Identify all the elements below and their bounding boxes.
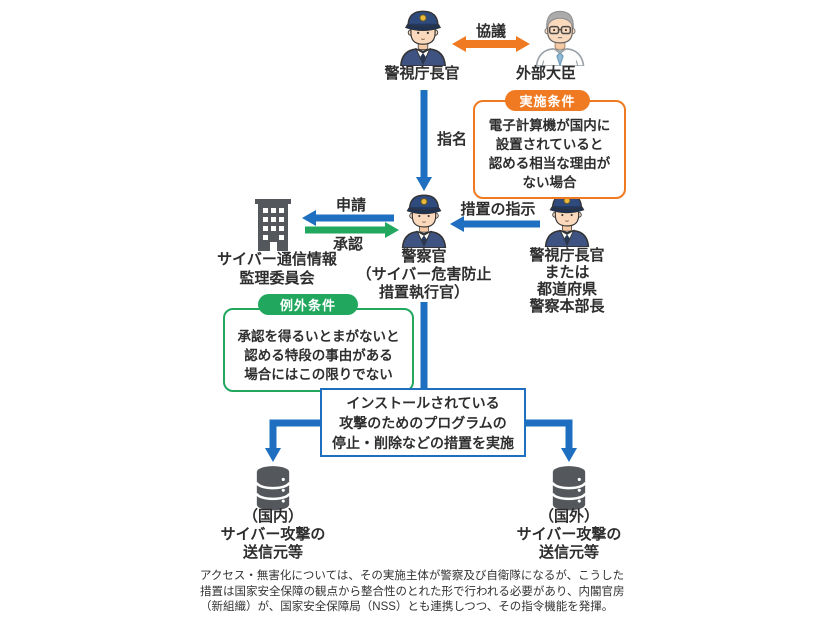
shounin-arrow-label: 承認: [332, 236, 364, 253]
domestic-target-label: サイバー攻撃の: [220, 526, 326, 543]
police-officer-icon: [396, 190, 452, 248]
central-officer-label: 警察官: [401, 248, 447, 265]
domestic-target-label: 送信元等: [242, 544, 304, 561]
police-officer-icon: [394, 6, 452, 66]
central-officer-label: （サイバー危害防止: [356, 266, 492, 283]
branch-left-arrow: [265, 419, 322, 462]
exception-badge: 例外条件: [258, 294, 358, 315]
exception-box: 承認を得るいとまがないと 認める特段の事由がある 場合にはこの限りでない: [223, 308, 414, 392]
right-officer-label: 警視庁長官: [529, 247, 605, 264]
action-line: インストールされている: [346, 394, 500, 411]
exception-line: 場合にはこの限りでない: [244, 366, 393, 382]
condition-line: 認める相当な理由が: [488, 155, 611, 171]
kyougi-arrow-label: 協議: [475, 23, 507, 40]
exception-line: 承認を得るいとまがないと: [237, 328, 400, 344]
action-line: 攻撃のためのプログラムの: [339, 414, 507, 431]
database-icon: [253, 465, 293, 512]
right-officer-label: または: [544, 264, 590, 281]
condition-box: 電子計算機が国内に 設置されていると 認める相当な理由が ない場合: [473, 100, 626, 199]
branch-right-arrow: [520, 419, 577, 462]
foreign-target-label: 送信元等: [538, 544, 600, 561]
exception-line: 認める特段の事由がある: [244, 347, 393, 363]
footnote-line: （新組織）が、国家安全保障局（NSS）とも連携しつつ、その指令機能を発揮。: [200, 601, 614, 613]
condition-line: 設置されていると: [495, 136, 604, 152]
condition-line: ない場合: [522, 174, 577, 190]
top-officer-label: 警視庁長官: [384, 65, 460, 82]
footnote: アクセス・無害化については、その実施主体が警察及び自衛隊になるが、こうした 措置…: [200, 569, 640, 616]
right-officer-label: 警察本部長: [529, 298, 605, 315]
condition-line: 電子計算機が国内に: [488, 117, 611, 133]
right-officer-label: 都道府県: [536, 281, 598, 298]
footnote-line: アクセス・無害化については、その実施主体が警察及び自衛隊になるが、こうした: [200, 570, 625, 582]
action-box: インストールされている 攻撃のためのプログラムの 停止・削除などの措置を実施: [320, 388, 526, 457]
shimei-arrow-label: 指名: [437, 131, 468, 148]
domestic-target-label: （国内）: [242, 508, 304, 525]
sochi-shiji-arrow-label: 措置の指示: [460, 201, 536, 218]
central-officer-label: 措置執行官）: [378, 284, 470, 301]
committee-label: サイバー通信情報: [217, 251, 337, 268]
foreign-target-label: （国外）: [538, 508, 600, 525]
foreign-target-label: サイバー攻撃の: [516, 526, 622, 543]
condition-badge: 実施条件: [505, 90, 590, 111]
shinsei-arrow-label: 申請: [335, 197, 367, 214]
action-line: 停止・削除などの措置を実施: [332, 434, 514, 451]
footnote-line: 措置は国家安全保障の観点から整合性のとれた形で行われる必要があり、内閣官房: [200, 585, 625, 598]
committee-label: 監理委員会: [239, 270, 315, 287]
database-icon: [549, 465, 589, 512]
building-icon: [251, 197, 295, 251]
minister-label: 外部大臣: [515, 65, 577, 82]
minister-icon: [530, 5, 590, 66]
